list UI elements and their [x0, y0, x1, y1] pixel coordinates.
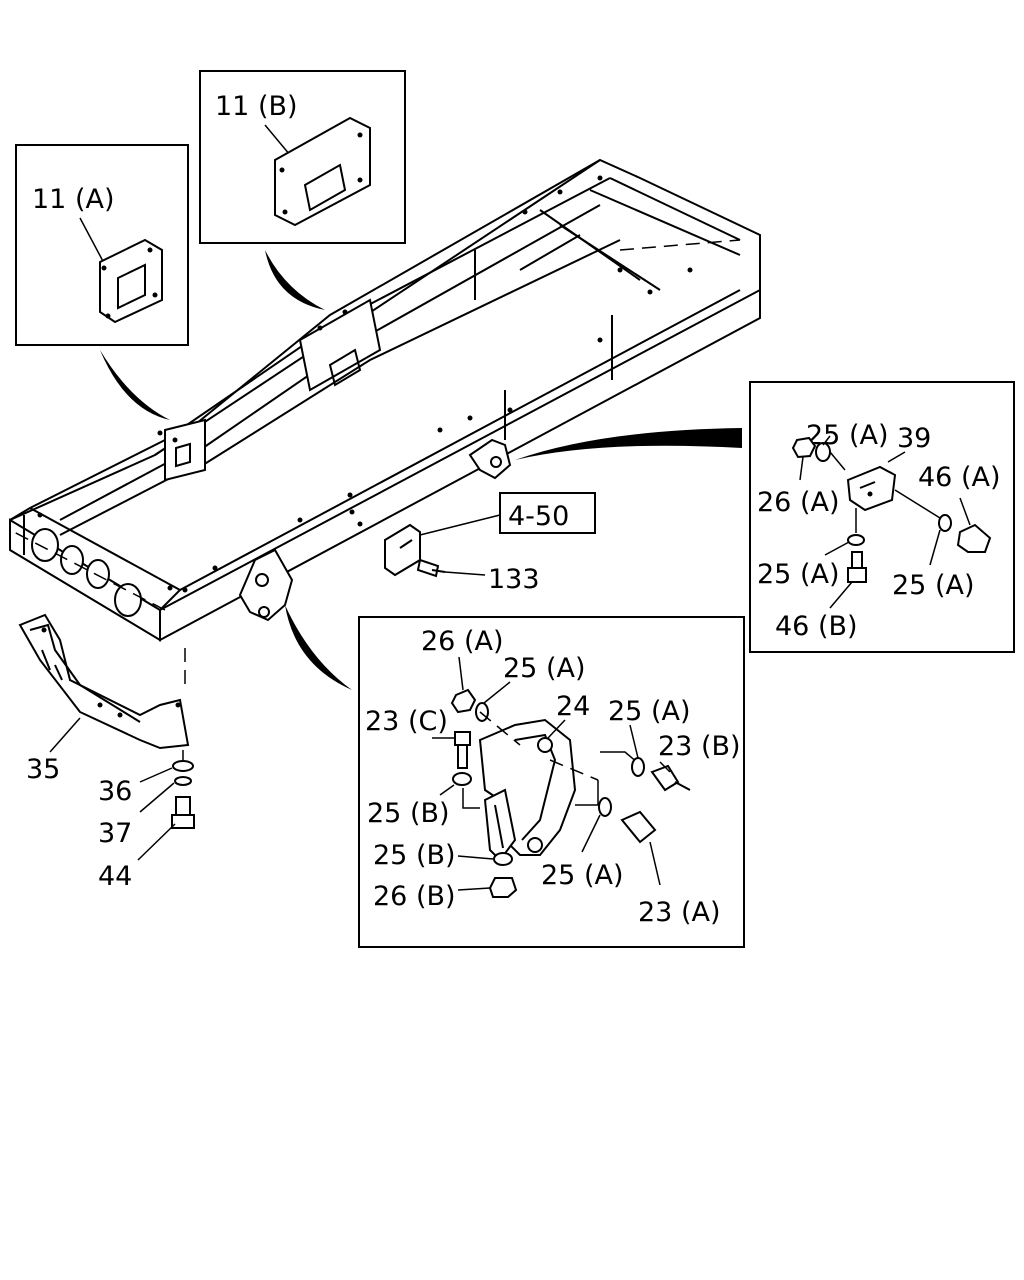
frame-hanger-bracket: [238, 548, 294, 622]
bracket-4-50-group: 4-50 133: [349, 492, 596, 595]
label-36: 36: [98, 776, 132, 807]
callout-arrow-11a: [100, 350, 170, 420]
label-b-26b: 26 (B): [373, 881, 456, 912]
label-b-25b-low: 25 (B): [373, 840, 456, 871]
label-b-25a-top: 25 (A): [503, 653, 585, 684]
label-4-50: 4-50: [508, 501, 569, 532]
label-b-23b: 23 (B): [658, 731, 741, 762]
label-37: 37: [98, 818, 132, 849]
label-b-25a-low: 25 (A): [541, 860, 623, 891]
label-r-39: 39: [897, 423, 931, 454]
label-r-26a: 26 (A): [757, 487, 839, 518]
label-11b: 11 (B): [215, 91, 298, 122]
detail-box-bottom: 26 (A) 25 (A) 23 (C) 24 25 (A) 23 (B) 25…: [358, 616, 745, 948]
detail-box-11a: 11 (A): [15, 144, 189, 346]
label-r-46b: 46 (B): [775, 611, 858, 642]
label-b-23c: 23 (C): [365, 706, 448, 737]
label-b-26a: 26 (A): [421, 626, 503, 657]
callout-arrow-bottom: [285, 605, 352, 690]
label-133: 133: [488, 564, 540, 595]
fastener-stack-36-37-44: 36 37 44: [98, 750, 195, 892]
label-b-24: 24: [556, 691, 590, 722]
label-r-46a: 46 (A): [918, 462, 1000, 493]
label-r-25a-left: 25 (A): [757, 559, 839, 590]
detail-box-11b: 11 (B): [199, 70, 406, 244]
label-b-25b-mid: 25 (B): [367, 798, 450, 829]
callout-arrow-right: [515, 428, 742, 460]
crossmember-35: 35: [18, 613, 190, 785]
label-44: 44: [98, 861, 132, 892]
chassis-frame: [9, 158, 761, 690]
label-b-25a-right: 25 (A): [608, 696, 690, 727]
reference-box-4-50: [499, 492, 596, 534]
frame-mount-bracket: [468, 438, 512, 480]
detail-box-right: 25 (A) 39 26 (A) 46 (A) 25 (A) 25 (A) 46…: [749, 381, 1015, 653]
label-r-25a-right: 25 (A): [892, 570, 974, 601]
label-35: 35: [26, 754, 60, 785]
callout-arrow-11b: [265, 250, 325, 310]
label-11a: 11 (A): [32, 184, 114, 215]
label-b-23a: 23 (A): [638, 897, 720, 928]
